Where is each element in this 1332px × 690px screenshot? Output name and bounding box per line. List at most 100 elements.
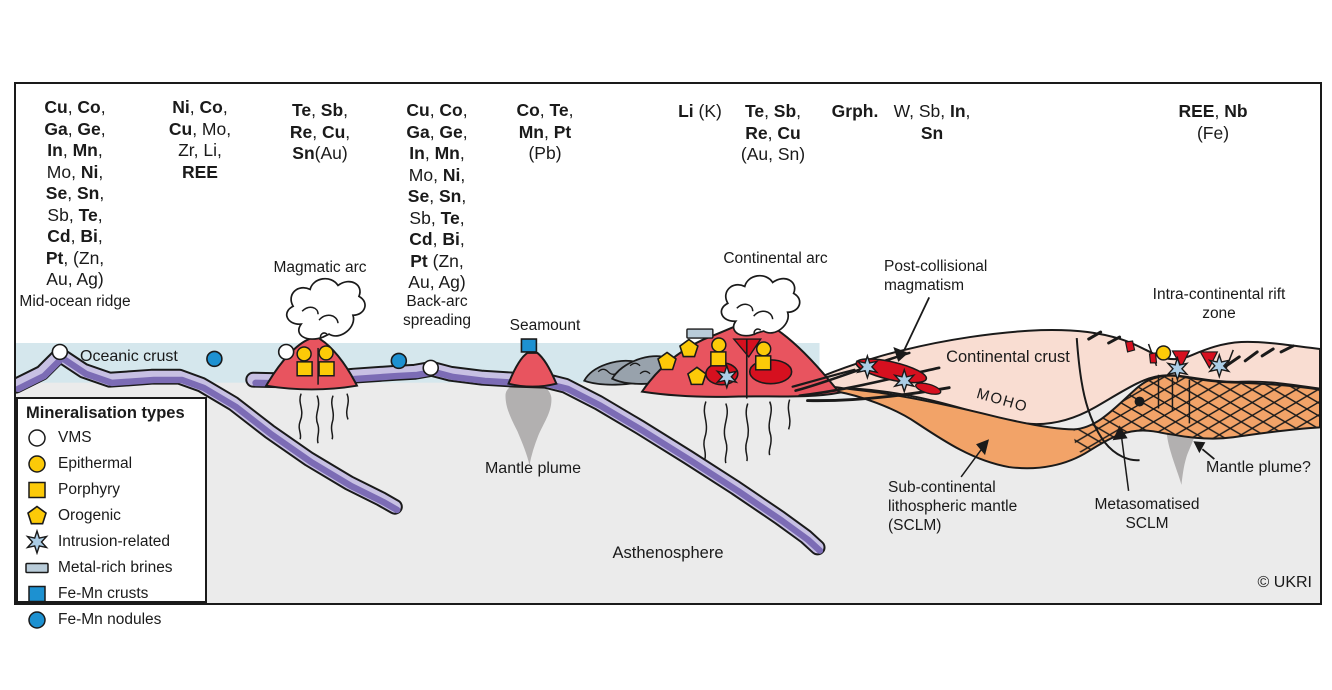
element-text-line: Ni, Co, xyxy=(172,97,228,117)
accretionary-wedge xyxy=(582,355,680,386)
element-text-line: Te, Sb, xyxy=(744,101,802,121)
legend-item-femn-nodules: Fe-Mn nodules xyxy=(24,607,199,633)
cross-section-drawing xyxy=(16,274,1320,603)
element-text-line: Cd, Bi, xyxy=(409,229,465,249)
dyke-feeder-lines xyxy=(1157,374,1191,424)
elements-back-arc: Cu, Co,Ga, Ge,In, Mn,Mo, Ni,Se, Sn,Sb, T… xyxy=(377,100,497,294)
epithermal-circle-icon xyxy=(296,346,312,362)
legend-item-label: Porphyry xyxy=(58,481,121,498)
elements-rift-zone: REE, Nb(Fe) xyxy=(1153,101,1273,144)
elements-lithium: Li (K) xyxy=(652,101,748,123)
legend-item-label: Fe-Mn nodules xyxy=(58,611,162,628)
epithermal-circle-icon xyxy=(755,341,772,357)
element-text-line: Au, Ag) xyxy=(408,272,466,292)
label-sclm: Sub-continental lithospheric mantle (SCL… xyxy=(888,479,1018,534)
vms-circle-icon xyxy=(28,429,46,447)
element-text-line: W, Sb, In, xyxy=(893,101,971,121)
label-continental-arc: Continental arc xyxy=(723,250,828,267)
porphyry-square-icon xyxy=(754,355,772,371)
element-text-line: Zr, Li, xyxy=(178,140,222,160)
element-text-line: Sn xyxy=(920,122,944,143)
label-post-collisional-magmatism: Post-collisional magmatism xyxy=(884,258,988,294)
element-text-line: Re, Cu, xyxy=(289,121,351,142)
element-text-line: Li (K) xyxy=(678,101,722,121)
legend-title: Mineralisation types xyxy=(26,404,185,422)
fault-intrusion-blob xyxy=(1134,396,1145,407)
femn-nodules-circle-icon xyxy=(206,350,223,368)
element-text-line: REE, Nb xyxy=(1178,101,1248,121)
element-text-line: Re, Cu xyxy=(745,122,801,143)
metasomatised-sclm-hatch xyxy=(1073,375,1320,454)
label-continental-crust: Continental crust xyxy=(946,348,1070,366)
annotation-arrows xyxy=(893,296,1215,491)
element-text-line: Mo, Ni, xyxy=(408,164,466,185)
arrowhead xyxy=(1193,441,1206,454)
metal-rich-brines-icon xyxy=(25,562,49,574)
element-text-line: Cu, Co, xyxy=(406,100,468,120)
element-text-line: Ga, Ge, xyxy=(44,118,106,139)
rift-zone-features xyxy=(1075,330,1295,462)
element-text-line: Mn, Pt xyxy=(518,121,572,142)
legend-item-intrusion-related: Intrusion-related xyxy=(24,529,199,555)
porphyry-square-icon xyxy=(318,361,335,377)
element-text-line: Grph. xyxy=(831,101,879,121)
elements-mid-ocean-ridge: Cu, Co,Ga, Ge,In, Mn,Mo, Ni,Se, Sn,Sb, T… xyxy=(15,97,135,291)
element-text-line: Pt, (Zn, xyxy=(45,247,105,268)
metal-rich-brines-icon xyxy=(686,328,714,339)
label-back-arc-spreading: Back-arc spreading xyxy=(402,293,472,329)
label-intra-continental-rift-zone: Intra-continental rift zone xyxy=(1152,286,1286,322)
element-text-line: Cu, Co, xyxy=(44,97,106,117)
label-mid-ocean-ridge: Mid-ocean ridge xyxy=(19,293,131,310)
vms-circle-icon xyxy=(277,343,295,361)
elements-w-sb-in-sn: W, Sb, In,Sn xyxy=(873,101,991,144)
element-text-line: Te, Sb, xyxy=(291,100,349,120)
label-metasomatised-sclm: Metasomatised SCLM xyxy=(1094,496,1200,532)
element-text-line: Au, Ag) xyxy=(46,269,104,289)
seamount-volcano xyxy=(507,351,558,388)
legend-item-label: Metal-rich brines xyxy=(58,559,173,576)
element-text-line: Co, Te, xyxy=(516,100,574,120)
element-text-line: In, Mn, xyxy=(47,140,103,160)
epithermal-circle-icon xyxy=(1155,345,1172,361)
femn-nodules-circle-icon xyxy=(390,352,408,370)
femn-nodules-circle-icon xyxy=(28,611,46,629)
element-text-line: In, Mn, xyxy=(409,143,465,163)
element-text-line: Cu, Mo, xyxy=(168,118,232,139)
element-text-line: Sb, Te, xyxy=(47,204,103,225)
elements-ree-group: Ni, Co,Cu, Mo,Zr, Li,REE xyxy=(140,97,260,183)
legend-item-metal-rich-brines: Metal-rich brines xyxy=(24,555,199,581)
copyright-ukri: © UKRI xyxy=(1257,574,1312,591)
porphyry-square-icon xyxy=(296,361,313,377)
legend-item-porphyry: Porphyry xyxy=(24,477,199,503)
mineralisation-legend: Mineralisation types VMS Epithermal Porp… xyxy=(16,397,207,629)
element-text-line: Cd, Bi, xyxy=(47,226,103,246)
legend-item-orogenic: Orogenic xyxy=(24,503,199,529)
element-text-line: Pt (Zn, xyxy=(410,250,464,271)
legend-item-label: Epithermal xyxy=(58,455,133,472)
epithermal-circle-icon xyxy=(711,337,727,353)
element-text-line: REE xyxy=(182,161,218,182)
element-text-line: (Fe) xyxy=(1196,122,1230,143)
element-text-line: Se, Sn, xyxy=(407,186,467,206)
femn-crusts-square-icon xyxy=(28,585,46,603)
epithermal-circle-icon xyxy=(318,345,334,361)
porphyry-square-icon xyxy=(28,481,46,499)
label-asthenosphere: Asthenosphere xyxy=(612,544,724,562)
elements-continental-arc: Te, Sb,Re, Cu(Au, Sn) xyxy=(713,101,833,166)
label-mantle-plume: Mantle plume xyxy=(484,460,582,477)
element-text-line: (Pb) xyxy=(528,143,562,163)
legend-item-label: Orogenic xyxy=(58,507,121,524)
vms-circle-icon xyxy=(422,359,440,377)
diagram-frame xyxy=(14,82,1322,605)
legend-item-label: Intrusion-related xyxy=(58,533,171,550)
surface-fault-ticks xyxy=(1087,330,1295,368)
element-text-line: (Au, Sn) xyxy=(740,144,806,164)
legend-item-femn-crusts: Fe-Mn crusts xyxy=(24,581,199,607)
element-text-line: Se, Sn, xyxy=(45,183,105,203)
porphyry-square-icon xyxy=(710,351,727,367)
elements-magmatic-arc: Te, Sb,Re, Cu,Sn(Au) xyxy=(260,100,380,165)
post-collisional-intrusion xyxy=(915,382,942,395)
elements-seamount: Co, Te,Mn, Pt(Pb) xyxy=(485,100,605,165)
degassing-lines-continental-arc xyxy=(703,399,791,464)
orogenic-pentagon-icon xyxy=(679,338,699,358)
